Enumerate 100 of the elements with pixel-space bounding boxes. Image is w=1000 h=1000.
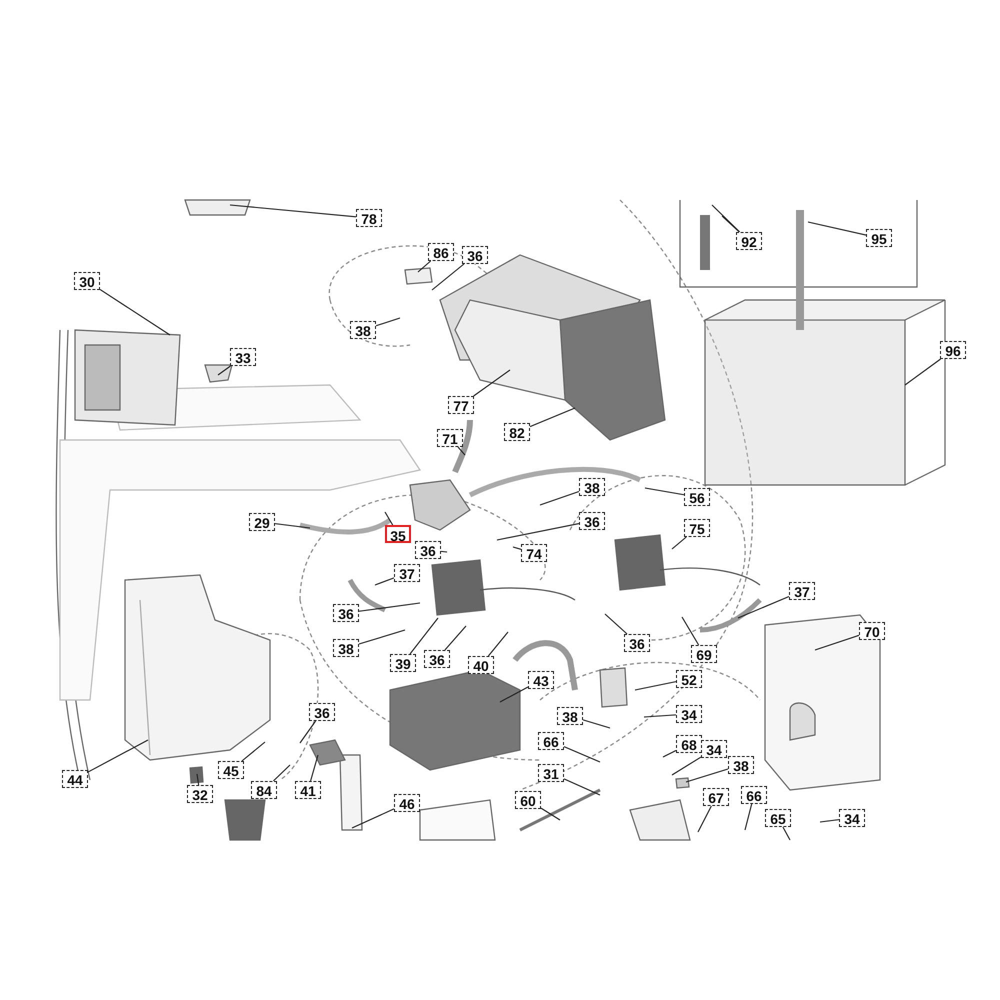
callout-number: 40 [468,656,494,674]
leader-line [644,714,676,718]
leader-line [644,487,684,496]
leader-line [230,204,356,218]
leader-line [808,221,866,236]
leader-line [300,720,316,744]
callout-number: 44 [62,770,88,788]
leader-line [604,614,628,634]
leader-line [564,746,600,762]
callout-number: 36 [579,512,605,530]
leader-line [444,626,466,650]
callout-number: 38 [350,321,376,339]
leader-line [744,804,752,830]
callout-number: 36 [415,541,441,559]
leader-line [272,764,290,782]
leader-line [582,719,610,729]
leader-line [500,686,528,702]
callout-number: 45 [218,761,244,779]
leader-line [358,602,420,612]
leader-line [410,618,438,654]
callout-number: 36 [424,650,450,668]
callout-number: 41 [295,781,321,799]
leader-line [814,634,860,651]
leader-line [100,289,170,336]
leader-line [686,768,728,783]
leader-line [662,750,676,758]
callout-number: 74 [521,544,547,562]
callout-number: 36 [462,246,488,264]
leader-line [218,366,231,376]
leader-line [904,358,941,386]
leader-line [682,616,700,646]
leader-line [738,596,790,618]
leader-line [488,632,508,656]
leader-line [698,806,712,832]
callout-number: 39 [390,654,416,672]
leader-line [88,740,148,773]
leader-line [458,446,466,456]
leader-line [540,490,580,506]
callout-number: 84 [251,781,277,799]
callout-number: 65 [765,809,791,827]
callout-number: 36 [624,634,650,652]
callout-number: 86 [428,243,454,261]
leader-line [196,774,200,786]
leader-line [722,216,740,232]
callout-number: 38 [579,478,605,496]
callout-number: 37 [394,564,420,582]
callout-number: 38 [728,756,754,774]
leader-line [384,512,394,526]
callout-number: 78 [356,209,382,227]
leader-line [496,523,580,541]
leader-line [782,826,790,840]
callout-number: 46 [394,794,420,812]
callout-number: 31 [538,764,564,782]
leader-line [712,204,740,232]
callout-number: 95 [866,229,892,247]
callout-number: 66 [538,732,564,750]
callout-number: 52 [676,670,702,688]
leader-line [540,808,560,820]
callout-number: 36 [333,604,359,622]
leader-line [310,754,319,782]
callout-number: 69 [691,645,717,663]
leader-line [242,742,266,762]
callout-number: 66 [741,786,767,804]
callout-number: 60 [515,791,541,809]
callout-number: 96 [940,341,966,359]
callout-number: 82 [504,423,530,441]
leader-line [374,577,394,586]
leader-line [274,523,310,529]
leader-line [564,778,600,796]
callout-number: 33 [230,348,256,366]
callout-number: 68 [676,735,702,753]
callout-number: 92 [736,232,762,250]
callout-number: 34 [701,740,727,758]
callout-number: 36 [309,703,335,721]
leader-line [358,629,406,645]
callout-number: 30 [74,272,100,290]
leader-line [352,808,394,828]
leader-line [473,370,510,396]
callout-number: 43 [528,671,554,689]
leader-line [672,756,702,776]
leader-line [418,260,432,272]
callout-number: 37 [789,582,815,600]
callout-number: 34 [676,705,702,723]
leader-line [820,819,840,823]
callout-number: 77 [448,396,474,414]
leader-line [432,264,464,290]
callout-number: 56 [684,488,710,506]
leader-line [634,681,676,691]
leader-line [672,536,687,550]
callout-number: 35 [385,525,411,543]
callout-number: 70 [859,622,885,640]
callout-number: 29 [249,513,275,531]
leader-line [440,550,448,553]
leader-line [530,408,576,428]
callout-number: 75 [684,519,710,537]
leader-line [376,317,400,326]
callout-number: 71 [437,429,463,447]
callout-number: 32 [187,785,213,803]
callout-number: 34 [839,809,865,827]
callout-number: 38 [333,639,359,657]
